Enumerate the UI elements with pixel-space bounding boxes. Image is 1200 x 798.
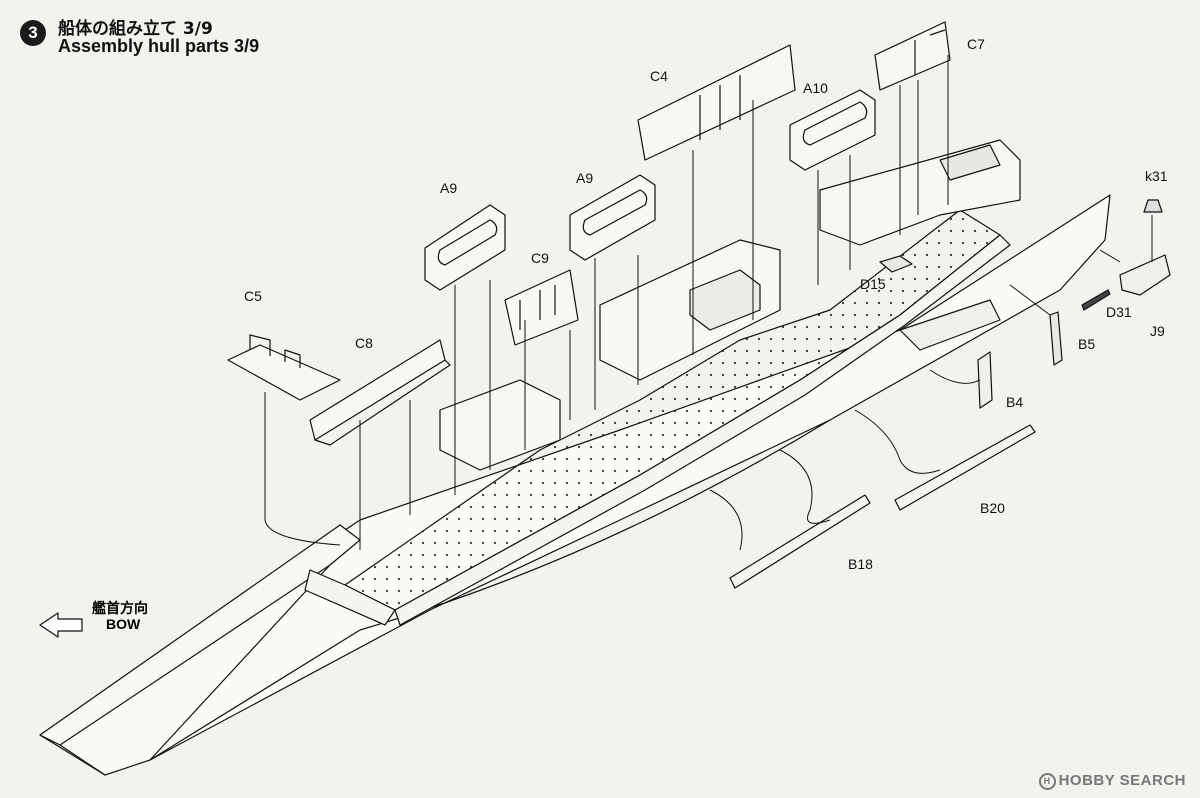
label-b5: B5 (1078, 336, 1096, 352)
part-a10 (789, 89, 876, 171)
label-d31: D31 (1106, 304, 1132, 320)
label-c4: C4 (650, 68, 668, 84)
watermark-logo-icon: H (1038, 773, 1056, 790)
step-number-badge: 3 (20, 20, 46, 46)
bow-arrow-icon (39, 612, 83, 638)
part-b20 (894, 424, 1036, 511)
part-a9-right (569, 174, 656, 261)
bow-direction-english: BOW (106, 616, 141, 632)
label-c9: C9 (531, 250, 549, 266)
part-c8 (309, 339, 446, 441)
part-c4 (637, 44, 796, 161)
label-a10: A10 (803, 80, 828, 96)
label-c8: C8 (355, 335, 373, 351)
part-c7 (874, 21, 951, 91)
label-d15: D15 (860, 276, 886, 292)
part-b5 (1049, 311, 1063, 366)
label-b20: B20 (980, 500, 1005, 516)
label-a9-right: A9 (576, 170, 594, 186)
part-d31 (1081, 289, 1111, 311)
part-c9 (504, 269, 579, 346)
part-k31 (1143, 199, 1163, 213)
label-a9-left: A9 (440, 180, 458, 196)
label-c5: C5 (244, 288, 262, 304)
bow-direction-japanese: 艦首方向 (92, 601, 148, 617)
part-b18 (729, 494, 871, 589)
part-a9-left (424, 204, 506, 291)
step-title-english: Assembly hull parts 3/9 (58, 36, 260, 56)
step-title-japanese: 船体の組み立て 3/9 (58, 19, 213, 39)
label-b4: B4 (1006, 394, 1024, 410)
label-j9: J9 (1150, 323, 1165, 339)
forward-deck (39, 524, 361, 746)
part-c5 (227, 344, 341, 401)
part-d15 (879, 255, 913, 273)
label-k31: k31 (1145, 168, 1168, 184)
part-j9 (1119, 254, 1171, 296)
label-b18: B18 (848, 556, 873, 572)
label-c7: C7 (967, 36, 985, 52)
part-b4 (977, 351, 993, 409)
watermark-text: HOBBY SEARCH (1058, 772, 1186, 789)
